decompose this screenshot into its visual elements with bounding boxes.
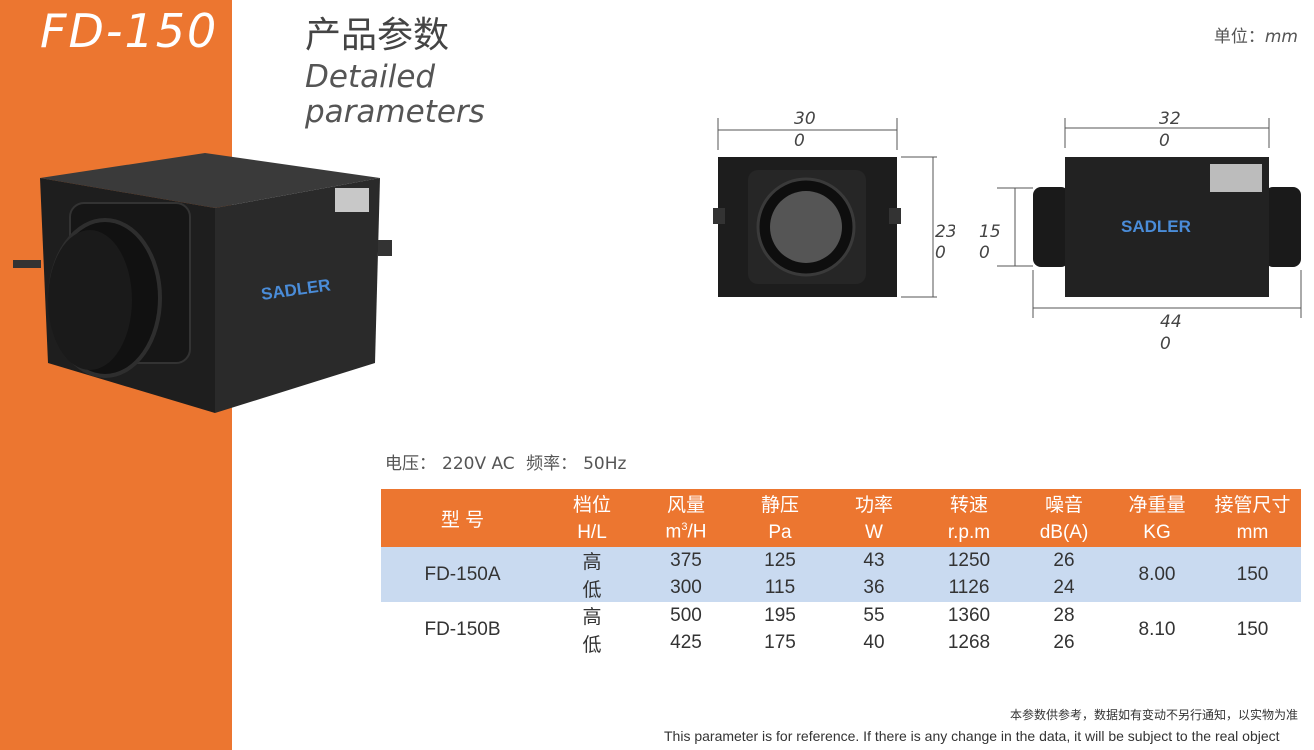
unit-value: mm — [1264, 27, 1298, 47]
airflow-cell: 375 — [640, 547, 732, 575]
header-row-units: H/L m3/H Pa W r.p.m dB(A) KG mm — [381, 518, 1301, 547]
power-cell: 43 — [828, 547, 920, 575]
gear-cell: 高 — [544, 602, 640, 630]
model-cell: FD-150A — [381, 547, 544, 602]
gear-cell: 低 — [544, 629, 640, 657]
airflow-cell: 500 — [640, 602, 732, 630]
speed-cell: 1126 — [920, 574, 1018, 602]
pipe-size-cell: 150 — [1204, 547, 1301, 602]
footnote-cn: 本参数供参考，数据如有变动不另行通知，以实物为准 — [1009, 708, 1298, 722]
header-airflow: 风量 — [640, 489, 732, 518]
frequency-label: 频率： — [526, 454, 578, 474]
unit-weight: KG — [1110, 518, 1204, 547]
table-row: FD-150B 高 500 195 55 1360 28 8.10 150 — [381, 602, 1301, 657]
frequency-value: 50Hz — [583, 454, 627, 474]
side-width-dim-line1: 32 — [1159, 109, 1181, 129]
unit-gear: H/L — [544, 518, 640, 547]
noise-cell: 26 — [1018, 547, 1110, 575]
table-row: FD-150A 高 375 125 43 1250 26 8.00 150 — [381, 547, 1301, 602]
header-row-main: 型 号 档位 风量 静压 功率 转速 噪音 净重量 接管尺寸 — [381, 489, 1301, 547]
speed-cell: 1268 — [920, 629, 1018, 657]
front-width-dim-line2: 0 — [794, 131, 805, 151]
weight-cell: 8.00 — [1110, 547, 1204, 602]
gear-cell: 高 — [544, 547, 640, 575]
section-title-en-line2: parameters — [305, 94, 485, 130]
unit-label: 单位：mm — [1214, 22, 1298, 47]
side-height-dim-line1: 15 — [979, 222, 1001, 242]
unit-power: W — [828, 518, 920, 547]
header-power: 功率 — [828, 489, 920, 518]
header-model: 型 号 — [381, 489, 544, 547]
front-height-dim-line2: 0 — [935, 243, 946, 263]
unit-pipe-size: mm — [1204, 518, 1301, 547]
header-noise: 噪音 — [1018, 489, 1110, 518]
model-banner: FD-150 — [40, 4, 219, 58]
power-cell: 55 — [828, 602, 920, 630]
power-spec: 电压： 220V AC 频率：50Hz — [385, 449, 632, 474]
pressure-cell: 115 — [732, 574, 828, 602]
front-width-dim-line1: 30 — [794, 109, 816, 129]
speed-cell: 1360 — [920, 602, 1018, 630]
table-row: 低 300 115 36 1126 24 — [381, 574, 1301, 602]
side-length-dim-line1: 44 — [1160, 312, 1182, 332]
product-photo: SADLER — [13, 153, 392, 413]
power-cell: 36 — [828, 574, 920, 602]
unit-noise: dB(A) — [1018, 518, 1110, 547]
header-pipe-size: 接管尺寸 — [1204, 489, 1301, 518]
header-pressure: 静压 — [732, 489, 828, 518]
pipe-size-cell: 150 — [1204, 602, 1301, 657]
section-title-en-line1: Detailed — [305, 59, 436, 95]
header-speed: 转速 — [920, 489, 1018, 518]
weight-cell: 8.10 — [1110, 602, 1204, 657]
noise-cell: 26 — [1018, 629, 1110, 657]
power-cell: 40 — [828, 629, 920, 657]
pressure-cell: 125 — [732, 547, 828, 575]
parameter-table: 型 号 档位 风量 静压 功率 转速 噪音 净重量 接管尺寸 H/L m3/H … — [381, 489, 1301, 657]
airflow-cell: 300 — [640, 574, 732, 602]
noise-cell: 24 — [1018, 574, 1110, 602]
front-height-dim-line1: 23 — [935, 222, 955, 242]
voltage-value: 220V AC — [442, 454, 515, 474]
section-title-cn: 产品参数 — [305, 15, 450, 56]
noise-cell: 28 — [1018, 602, 1110, 630]
unit-speed: r.p.m — [920, 518, 1018, 547]
table-row: 低 425 175 40 1268 26 — [381, 629, 1301, 657]
footnote-en: This parameter is for reference. If ther… — [664, 728, 1280, 744]
front-view-drawing: 30 0 23 0 — [713, 109, 955, 298]
header-weight: 净重量 — [1110, 489, 1204, 518]
speed-cell: 1250 — [920, 547, 1018, 575]
pressure-cell: 195 — [732, 602, 828, 630]
unit-caption: 单位： — [1213, 27, 1265, 47]
section-title-en: Detailed parameters — [305, 60, 485, 130]
side-view-logo: SADLER — [1121, 217, 1191, 236]
header-gear: 档位 — [544, 489, 640, 518]
side-width-dim-line2: 0 — [1159, 131, 1170, 151]
pressure-cell: 175 — [732, 629, 828, 657]
airflow-cell: 425 — [640, 629, 732, 657]
warning-label — [335, 188, 369, 212]
side-length-dim-line2: 0 — [1160, 334, 1171, 354]
unit-pressure: Pa — [732, 518, 828, 547]
model-cell: FD-150B — [381, 602, 544, 657]
side-height-dim-line2: 0 — [979, 243, 990, 263]
voltage-label: 电压： — [385, 454, 436, 474]
gear-cell: 低 — [544, 574, 640, 602]
side-view-drawing: 32 0 SADLER 15 0 44 0 — [979, 109, 1302, 354]
unit-airflow: m3/H — [640, 518, 732, 547]
